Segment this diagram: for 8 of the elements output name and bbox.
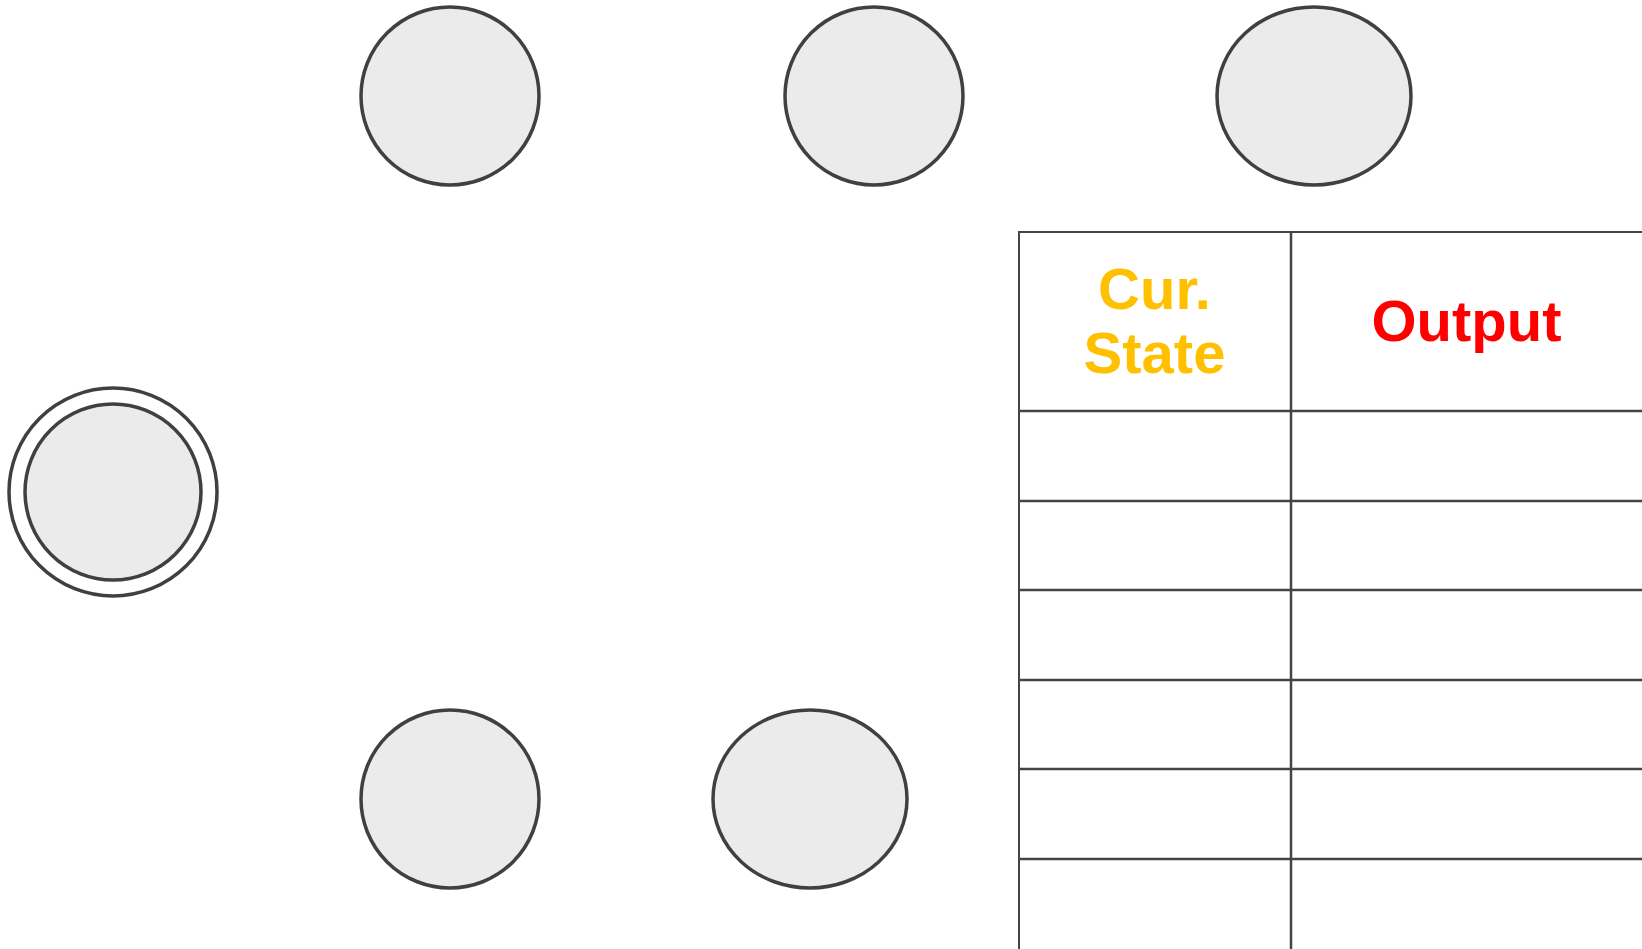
- state-circle: [783, 5, 965, 187]
- state-circle: [359, 708, 541, 890]
- state-circle: [1215, 5, 1413, 187]
- column-header: Output: [1371, 289, 1562, 353]
- state-circle: [711, 708, 909, 890]
- accept-state-circle: [7, 386, 219, 598]
- state-circle: [359, 5, 541, 187]
- column-header: Cur. State: [1082, 257, 1227, 385]
